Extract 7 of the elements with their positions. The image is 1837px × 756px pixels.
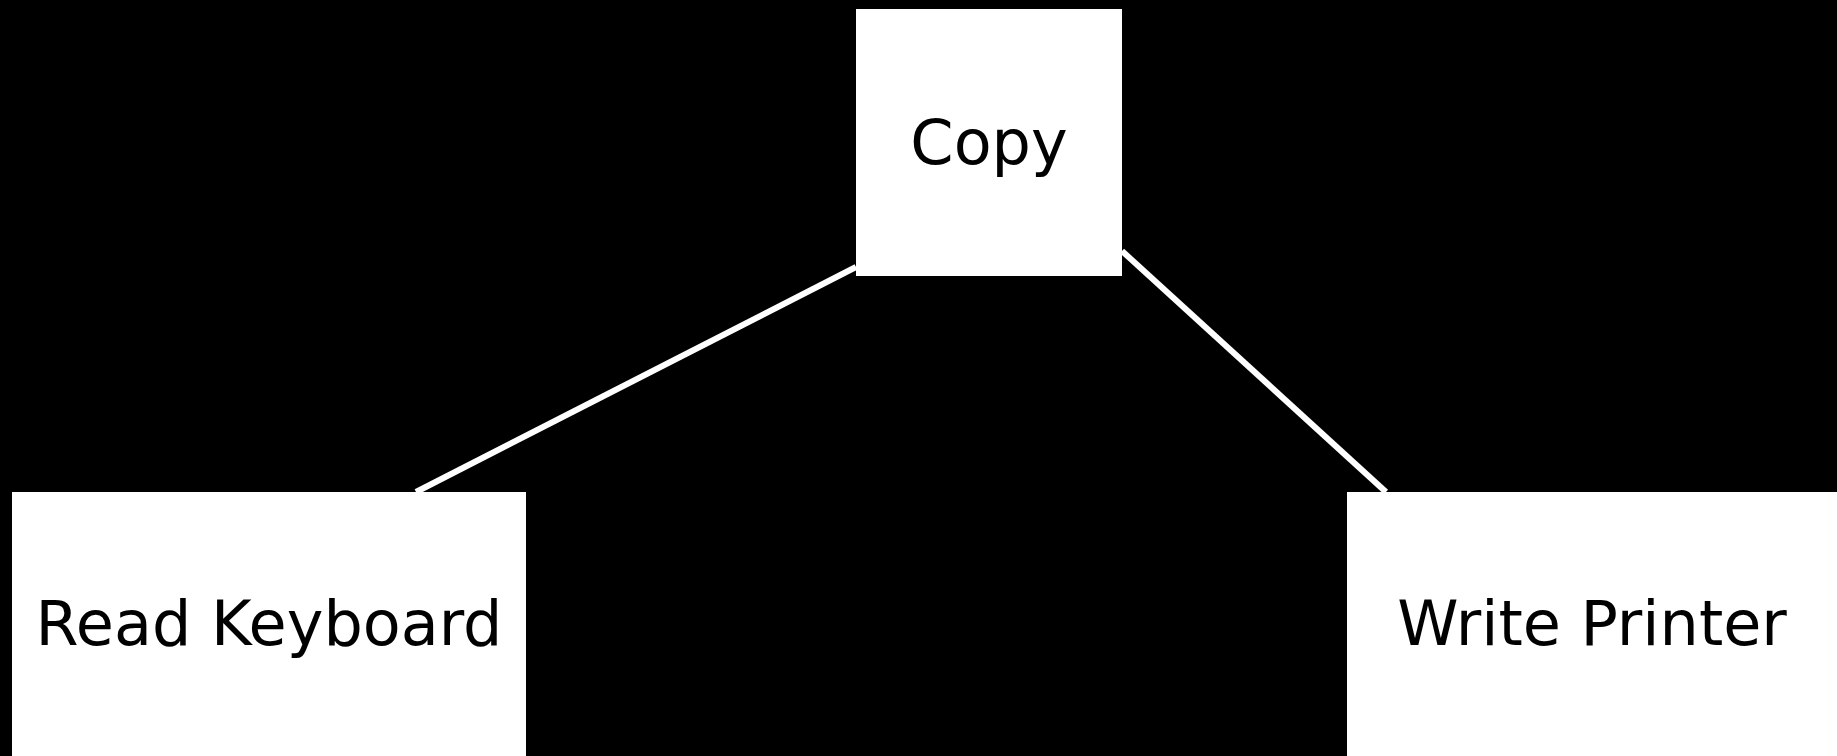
connector-line <box>414 264 858 495</box>
box-label: Write Printer <box>1397 588 1787 660</box>
process-box <box>12 492 526 756</box>
box-label: Copy <box>910 106 1068 179</box>
process-box <box>1347 492 1837 756</box>
process-box <box>856 9 1122 276</box>
box-label: Read Keyboard <box>35 588 503 660</box>
